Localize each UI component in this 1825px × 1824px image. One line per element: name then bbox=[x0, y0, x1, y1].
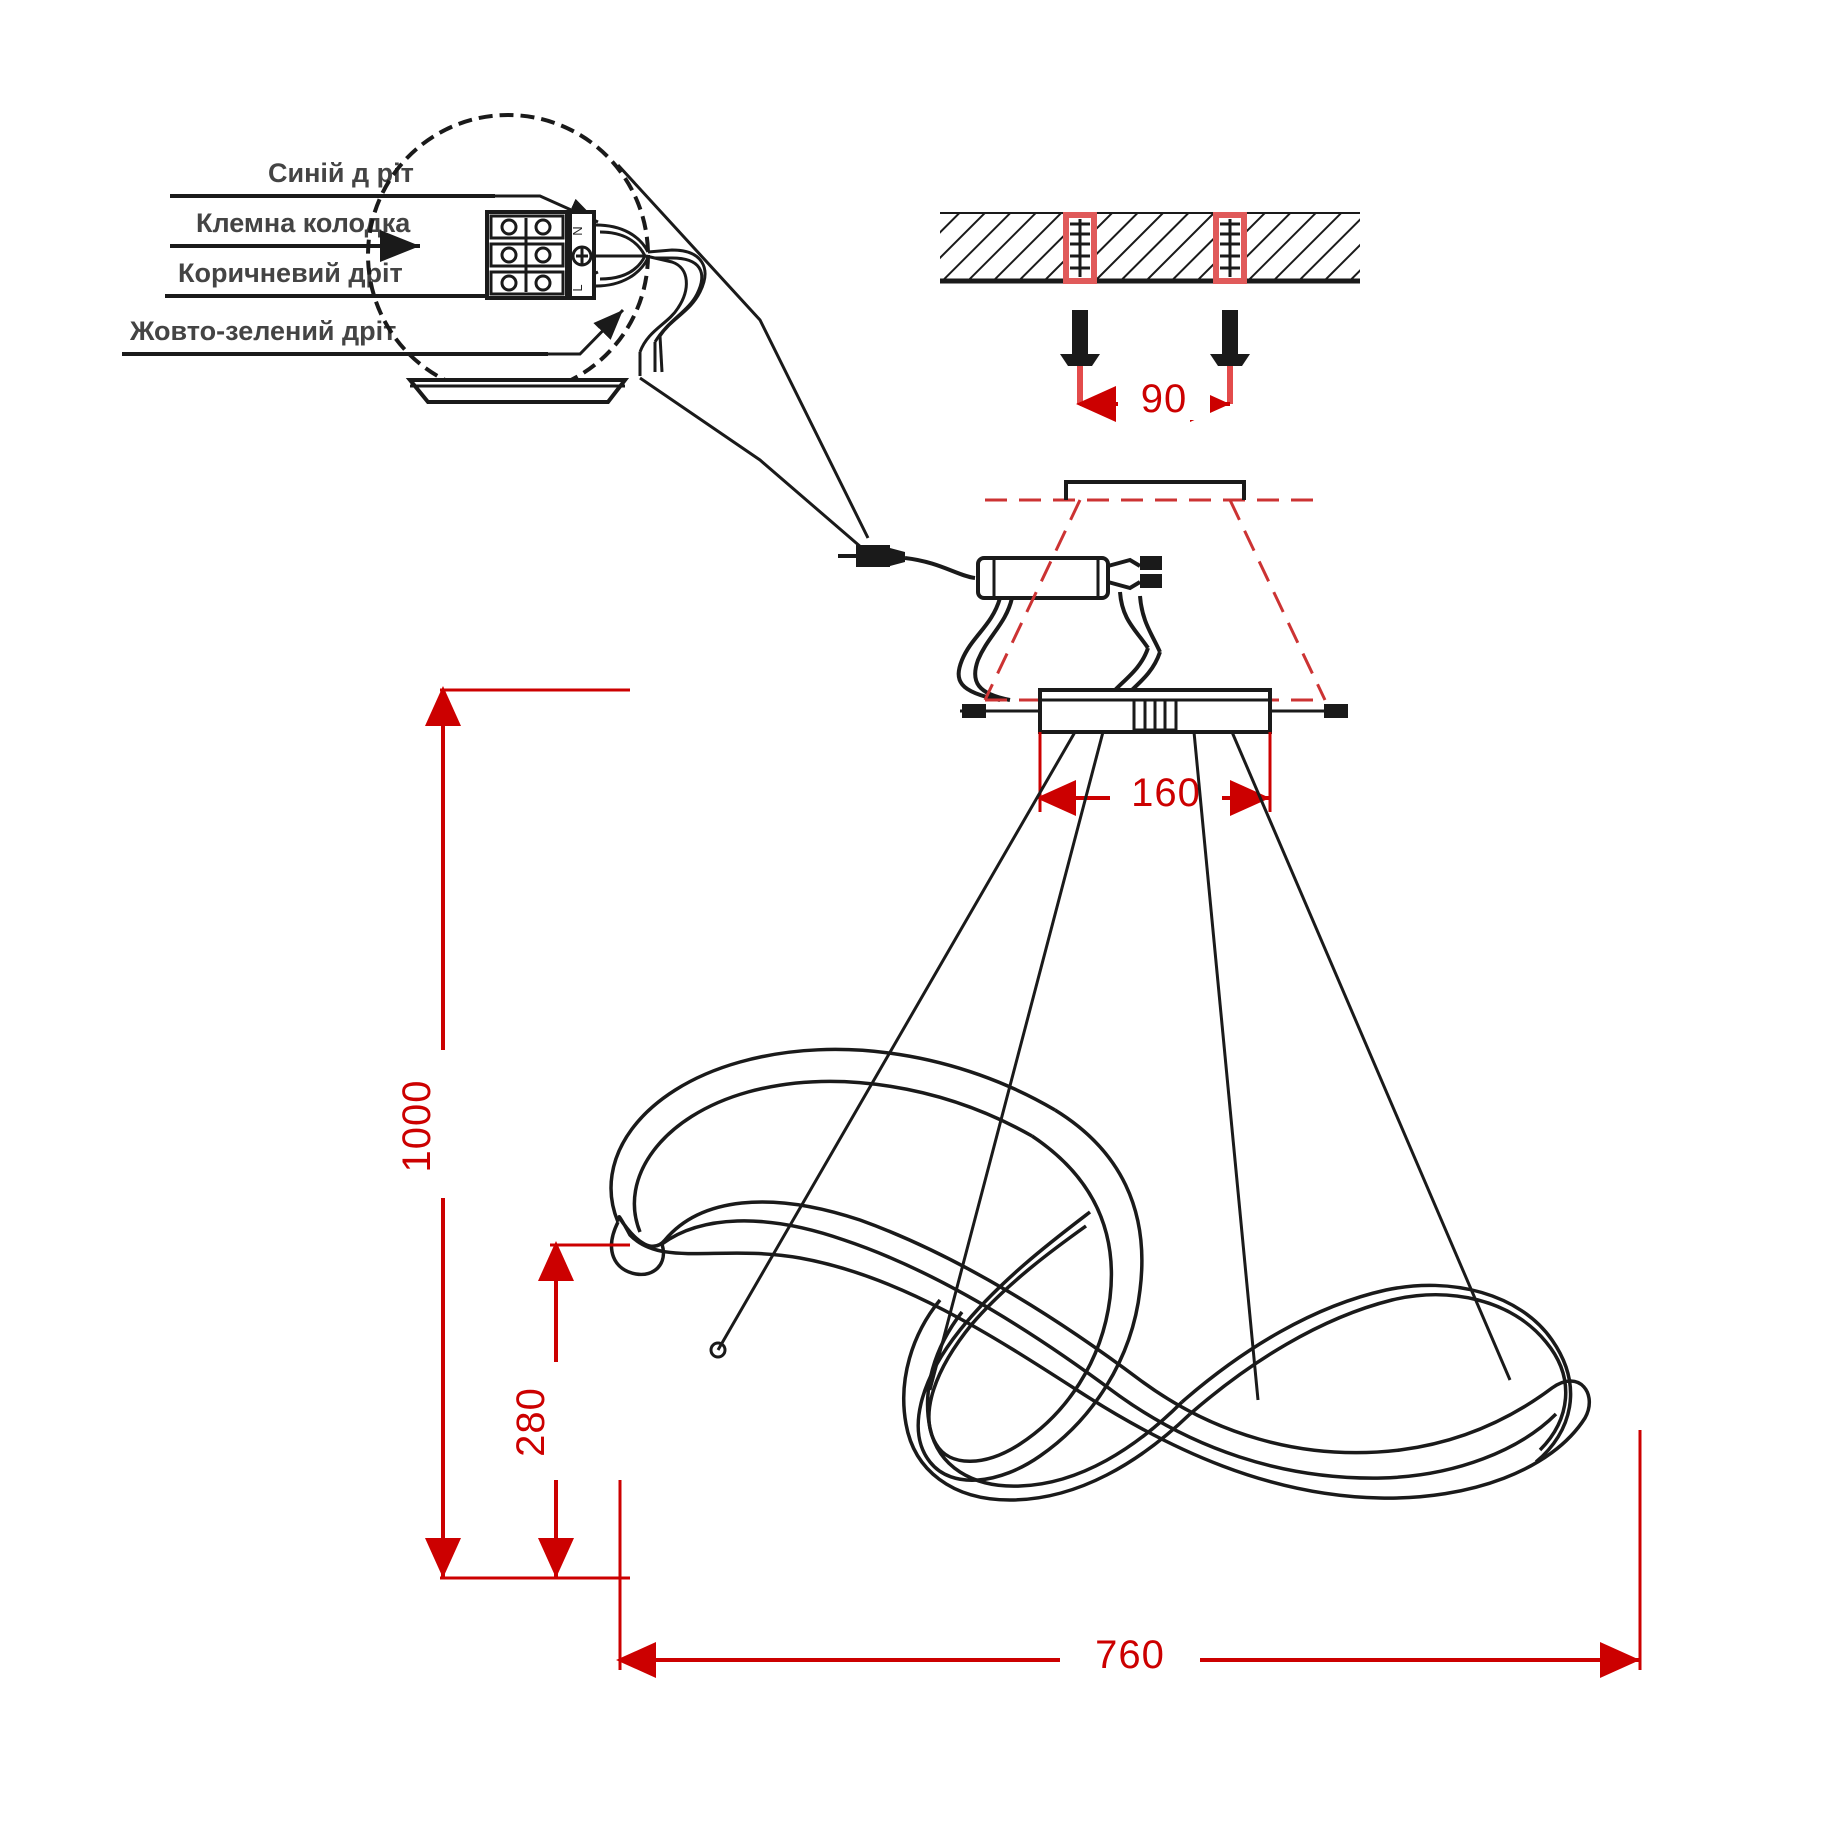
ribbon-inner-contour bbox=[660, 1219, 1558, 1480]
ribbon-upper-left-arc bbox=[609, 1047, 1056, 1223]
cable-anchor-point bbox=[709, 1341, 727, 1359]
leader-arrow-yellow-green-wire bbox=[548, 308, 625, 356]
ribbon-knot-outer bbox=[916, 1108, 1144, 1482]
terminal-marking-plate: N L bbox=[568, 210, 596, 300]
led-driver-box bbox=[976, 556, 1162, 600]
ribbon-lower-strand bbox=[902, 1298, 1192, 1502]
dimension-canopy-width: 160 bbox=[1036, 732, 1272, 816]
dimension-value-90: 90 bbox=[1141, 377, 1188, 421]
earth-symbol-icon bbox=[571, 245, 593, 267]
dimension-value-160: 160 bbox=[1131, 771, 1201, 815]
magnifier-leader-upper bbox=[616, 163, 870, 539]
cable-connector-to-driver bbox=[904, 556, 976, 580]
suspension-cable-4 bbox=[1230, 731, 1512, 1381]
detail-wires bbox=[595, 223, 707, 376]
ribbon-knot-inner bbox=[927, 1134, 1114, 1463]
label-brown-wire: Коричневий дріт bbox=[178, 258, 403, 288]
driver-assembly: 160 bbox=[838, 480, 1348, 816]
label-terminal-block: Клемна колодка bbox=[196, 208, 411, 238]
magnifier-leader-lower bbox=[639, 376, 863, 550]
anchor-screw-left bbox=[1060, 310, 1100, 404]
dimension-value-280: 280 bbox=[509, 1387, 553, 1457]
ribbon-right-sweep-inner bbox=[1180, 1283, 1573, 1464]
dimension-value-760: 760 bbox=[1095, 1633, 1165, 1677]
canopy-bracket bbox=[1064, 480, 1246, 500]
suspension-cable-1 bbox=[716, 731, 1077, 1351]
cable-connector bbox=[838, 545, 905, 567]
ceiling-hatch bbox=[940, 213, 1360, 281]
ceiling-assembly: 90 bbox=[940, 212, 1360, 422]
ribbon-right-sweep bbox=[1188, 1293, 1568, 1452]
ceiling-canopy bbox=[960, 688, 1348, 734]
label-yellow-green-wire: Жовто-зелений дріт bbox=[129, 316, 396, 346]
driver-output-wires bbox=[956, 591, 1162, 702]
suspension-cable-3 bbox=[1192, 731, 1260, 1401]
luminaire-body bbox=[609, 1047, 1591, 1502]
dimension-value-1000: 1000 bbox=[395, 1080, 439, 1173]
dimension-anchor-spacing: 90 bbox=[1076, 377, 1230, 422]
suspension-cables bbox=[709, 731, 1512, 1401]
terminal-mark-line: L bbox=[570, 284, 585, 291]
dimension-body-height: 280 bbox=[509, 1241, 630, 1580]
ceiling-anchor-right bbox=[1213, 212, 1247, 284]
ribbon-outer-sweep bbox=[617, 1200, 1591, 1500]
ribbon-upper-left-arc-inner bbox=[632, 1079, 1033, 1233]
ribbon-lower-strand-inner bbox=[925, 1310, 1184, 1488]
ceiling-anchor-left bbox=[1063, 212, 1097, 284]
anchor-screw-right bbox=[1210, 310, 1250, 404]
canopy-section-detail bbox=[405, 378, 630, 404]
suspension-cable-2 bbox=[928, 731, 1105, 1391]
detail-magnifier: N L bbox=[366, 113, 870, 550]
terminal-mark-neutral: N bbox=[570, 226, 585, 235]
ribbon-left-tip bbox=[609, 1221, 666, 1277]
terminal-block bbox=[485, 210, 569, 300]
dimension-body-width: 760 bbox=[616, 1430, 1642, 1678]
label-blue-wire: Синій д ріт bbox=[268, 158, 414, 188]
